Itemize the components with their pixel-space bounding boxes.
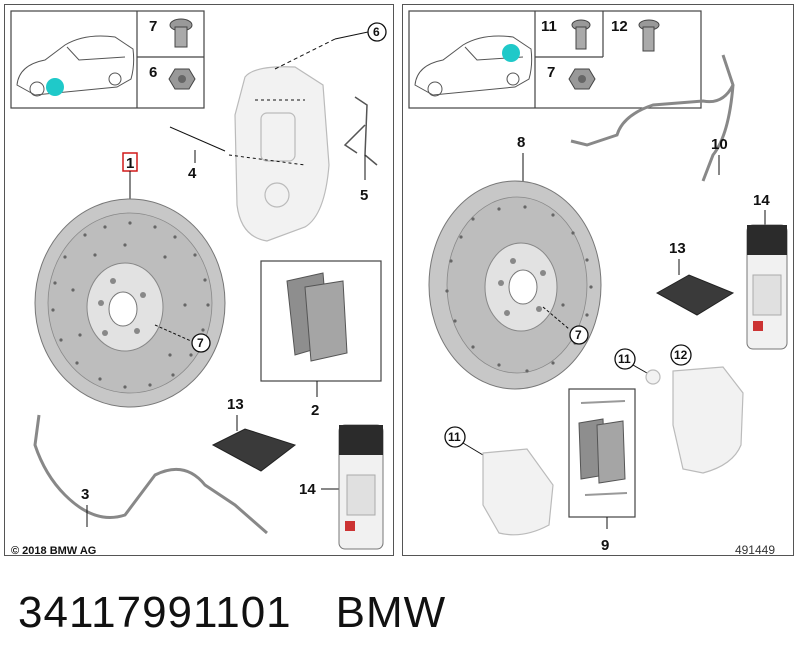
wear-sensor-cable-right [570, 54, 735, 182]
rear-wheel-highlight-dot [502, 44, 520, 62]
hex-bolt-icon [638, 19, 660, 52]
spray-can-drawing-right [746, 224, 788, 350]
nut-icon [168, 68, 196, 90]
spray-can-drawing [338, 424, 384, 550]
callout-13: 13 [227, 396, 244, 413]
right-diagram-panel: 11 12 7 10 8 [402, 4, 794, 557]
callout-7-disc: 7 [197, 336, 204, 350]
torx-bolt-icon [571, 19, 591, 50]
callout-13-right: 13 [669, 240, 686, 257]
wear-sensor-cable-left [33, 414, 268, 535]
callout-5: 5 [360, 187, 368, 204]
car-silhouette-icon [16, 35, 135, 97]
bolt-icon [169, 18, 193, 48]
callout-11-right-b: 11 [448, 430, 461, 444]
nut-icon-right [568, 68, 596, 90]
car-location-box [10, 10, 205, 109]
caliper-ghost [234, 66, 330, 242]
lower-caliper-ghost [482, 448, 554, 536]
left-diagram-svg: 7 6 6 4 5 [10, 10, 387, 550]
callout-10: 10 [711, 136, 728, 153]
drawing-number: 491449 [734, 543, 775, 557]
callout-6-top: 6 [149, 64, 157, 81]
callout-14: 14 [299, 481, 316, 498]
brake-disc-drawing [34, 198, 226, 408]
callout-7-top: 7 [149, 18, 157, 35]
callout-4: 4 [188, 165, 197, 182]
part-number: 34117991101 [18, 588, 292, 637]
copyright-text: © 2018 BMW AG [11, 545, 97, 557]
right-diagram-svg: 11 12 7 10 8 [408, 10, 788, 554]
anti-rattle-spring-icon [343, 96, 378, 166]
callout-2: 2 [311, 402, 319, 419]
callout-11-top: 11 [541, 18, 557, 35]
callout-7-disc-right: 7 [575, 328, 582, 342]
callout-12-right: 12 [674, 348, 688, 362]
rear-pads-drawing [578, 400, 628, 496]
car-location-box-right [408, 10, 702, 109]
callout-7-top-right: 7 [547, 64, 555, 81]
footer: 34117991101 BMW [18, 588, 490, 638]
brake-disc-drawing-right [428, 180, 602, 390]
callout-14-right: 14 [753, 192, 770, 209]
callout-6: 6 [373, 25, 380, 39]
callout-12-top: 12 [611, 18, 628, 35]
callout-9: 9 [601, 537, 609, 554]
grease-sachet-drawing [211, 428, 297, 472]
left-diagram-panel: 7 6 6 4 5 [4, 4, 394, 557]
grease-sachet-drawing-right [655, 274, 735, 316]
callout-3: 3 [81, 486, 89, 503]
brake-pads-drawing [286, 272, 348, 362]
callout-8: 8 [517, 134, 525, 151]
callout-1: 1 [126, 155, 134, 172]
brand-name: BMW [335, 588, 447, 637]
front-wheel-highlight-dot [46, 78, 64, 96]
rear-caliper-ghost [645, 366, 744, 474]
callout-11-right-a: 11 [618, 352, 631, 366]
